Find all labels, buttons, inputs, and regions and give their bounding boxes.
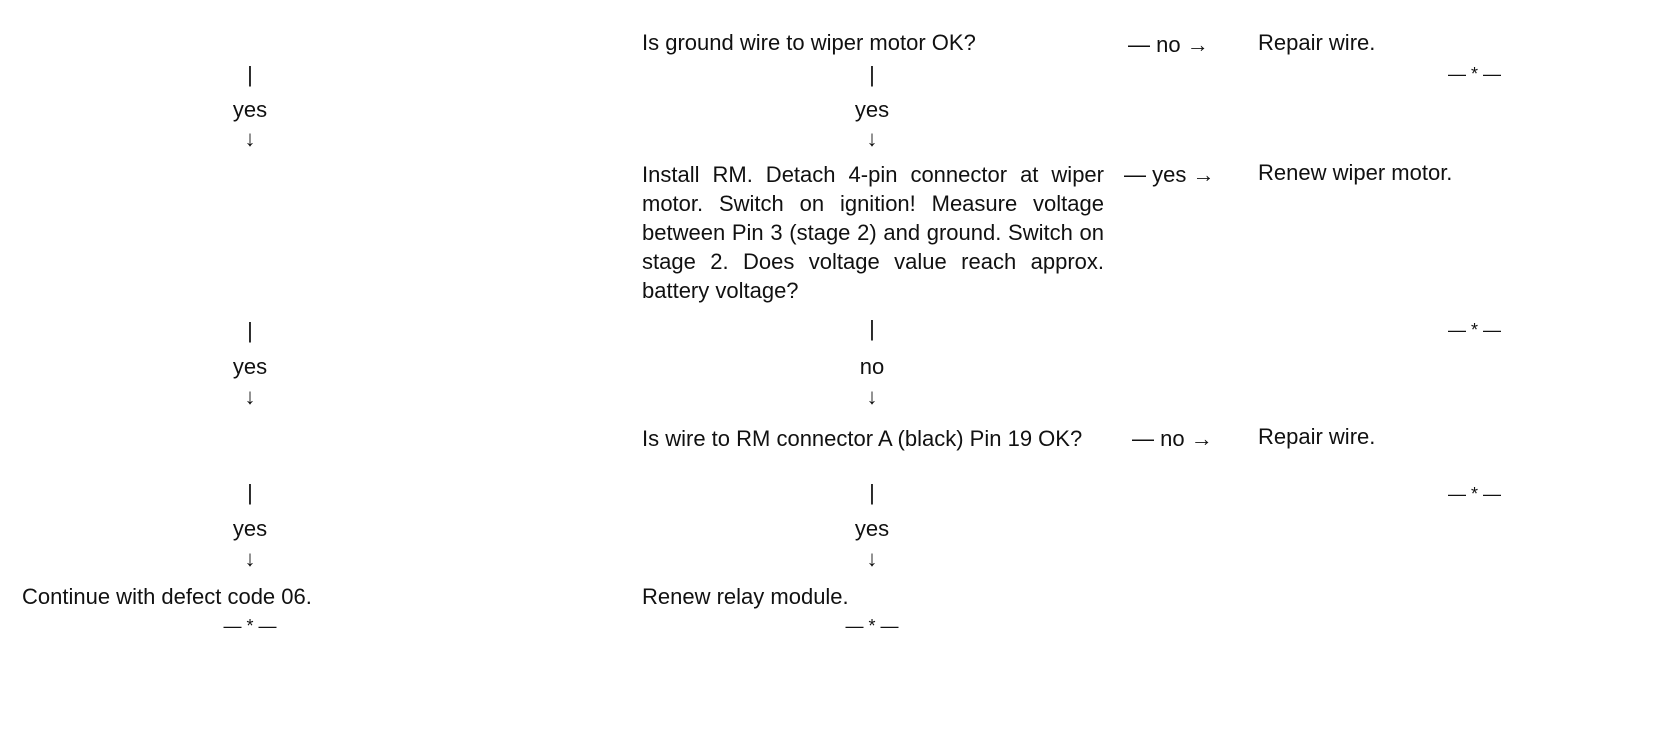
- mid-down-arrow-1: ↓: [866, 126, 878, 151]
- question-voltage-check: Install RM. Detach 4-pin connector at wi…: [642, 162, 1104, 303]
- mid-yes-label-1: yes: [854, 97, 890, 122]
- branch-end-mark-1: — * —: [1448, 64, 1502, 84]
- question-rm-connector-wire: Is wire to RM connector A (black) Pin 19…: [642, 426, 1083, 451]
- left-final-instruction: Continue with defect code 06.: [22, 584, 312, 609]
- branch-action-renew-motor: Renew wiper motor.: [1258, 160, 1453, 185]
- branch-action-repair-wire-1: Repair wire.: [1258, 30, 1376, 55]
- branch-arrow-yes-2: — yes →: [1124, 162, 1215, 187]
- mid-end-mark: — * —: [845, 616, 899, 636]
- mid-down-arrow-3: ↓: [866, 546, 878, 571]
- question-ground-wire: Is ground wire to wiper motor OK?: [642, 30, 976, 55]
- left-yes-label-3: yes: [232, 516, 268, 541]
- mid-final-instruction: Renew relay module.: [642, 584, 849, 609]
- branch-end-mark-2: — * —: [1448, 320, 1502, 340]
- left-yes-label-1: yes: [232, 97, 268, 122]
- left-down-arrow-2: ↓: [244, 384, 256, 409]
- left-connector-bar-1: |: [247, 62, 253, 87]
- branch-action-repair-wire-3: Repair wire.: [1258, 424, 1376, 449]
- mid-connector-bar-3: |: [869, 480, 875, 505]
- left-connector-bar-2: |: [247, 318, 253, 343]
- left-down-arrow-1: ↓: [244, 126, 256, 151]
- mid-down-arrow-2: ↓: [866, 384, 878, 409]
- left-end-mark: — * —: [223, 616, 277, 636]
- mid-connector-bar-2: |: [869, 316, 875, 341]
- mid-no-label-2: no: [859, 354, 885, 379]
- left-yes-label-2: yes: [232, 354, 268, 379]
- branch-end-mark-3: — * —: [1448, 484, 1502, 504]
- left-down-arrow-3: ↓: [244, 546, 256, 571]
- mid-yes-label-3: yes: [854, 516, 890, 541]
- branch-arrow-no-1: — no →: [1128, 32, 1209, 57]
- branch-arrow-no-3: — no →: [1132, 426, 1213, 451]
- left-connector-bar-3: |: [247, 480, 253, 505]
- mid-connector-bar-1: |: [869, 62, 875, 87]
